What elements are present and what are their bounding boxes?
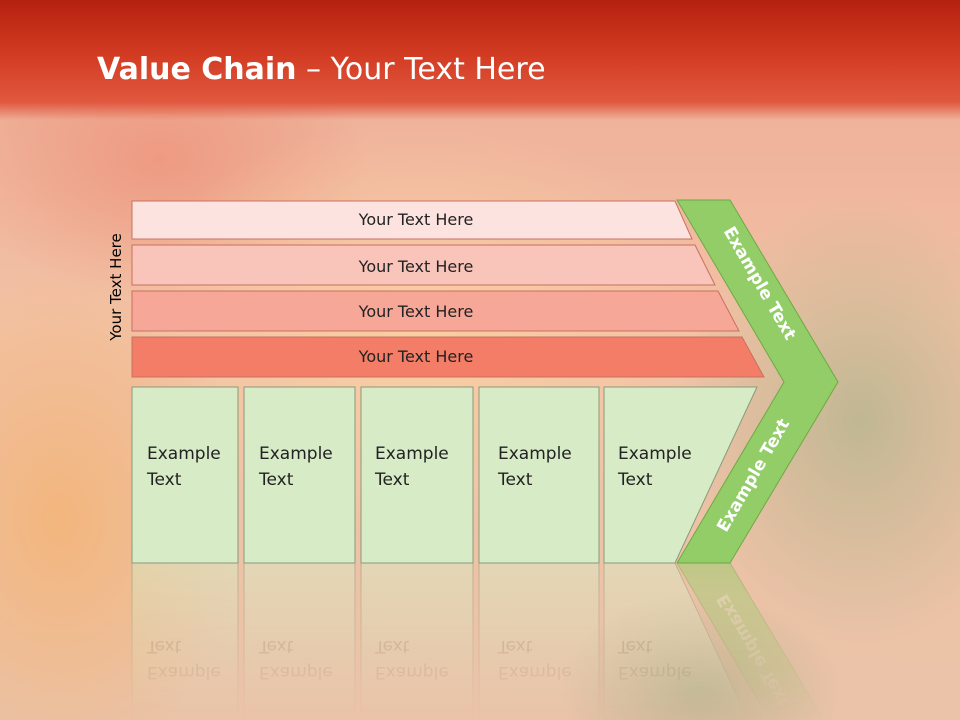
bar-2-label: Your Text Here <box>358 257 474 276</box>
example-box-4-line2: Text <box>497 470 533 490</box>
bar-1 <box>131 200 693 240</box>
bar-4 <box>131 336 765 378</box>
reflection-box-3 <box>360 562 474 720</box>
example-box-1 <box>131 386 239 564</box>
reflection-box-1 <box>131 562 239 720</box>
example-box-2 <box>243 386 356 564</box>
reflection-box-4-line1: Example <box>498 662 572 682</box>
reflection-box-1-line1: Example <box>147 662 221 682</box>
reflection-box-2 <box>243 562 356 720</box>
bar-2 <box>131 244 716 286</box>
example-box-4-line1: Example <box>498 444 572 464</box>
example-box-5-line2: Text <box>617 470 653 490</box>
bar-1-label: Your Text Here <box>358 210 474 229</box>
example-box-1-line1: Example <box>147 444 221 464</box>
reflection-box-5 <box>603 562 749 720</box>
reflection-box-2-line1: Example <box>259 662 333 682</box>
reflection-box-5-line1: Example <box>618 662 692 682</box>
example-box-3-line2: Text <box>374 470 410 490</box>
title-rest: – Your Text Here <box>296 52 546 87</box>
chevron-arrow <box>676 199 839 564</box>
bar-4-label: Your Text Here <box>358 347 474 366</box>
reflection-box-4-line2: Text <box>497 636 533 656</box>
example-box-3 <box>360 386 474 564</box>
title-bold: Value Chain <box>97 52 297 87</box>
example-box-2-line1: Example <box>259 444 333 464</box>
example-box-2-line2: Text <box>258 470 294 490</box>
reflection-box-3-line2: Text <box>374 636 410 656</box>
title-banner <box>0 0 960 120</box>
example-box-3-line1: Example <box>375 444 449 464</box>
example-box-4 <box>478 386 600 564</box>
reflection-box-1-line2: Text <box>146 636 182 656</box>
reflection-box-4 <box>478 562 600 720</box>
slide-title: Value Chain – Your Text Here <box>97 52 546 87</box>
example-box-5-line1: Example <box>618 444 692 464</box>
bar-3 <box>131 290 740 332</box>
example-box-1-line2: Text <box>146 470 182 490</box>
bar-3-label: Your Text Here <box>358 302 474 321</box>
reflection-chevron <box>676 562 825 720</box>
reflection-box-2-line2: Text <box>258 636 294 656</box>
reflection-box-5-line2: Text <box>617 636 653 656</box>
reflection-box-3-line1: Example <box>375 662 449 682</box>
diagram-reflection: Example Text Example Text Example Text E… <box>131 562 825 720</box>
